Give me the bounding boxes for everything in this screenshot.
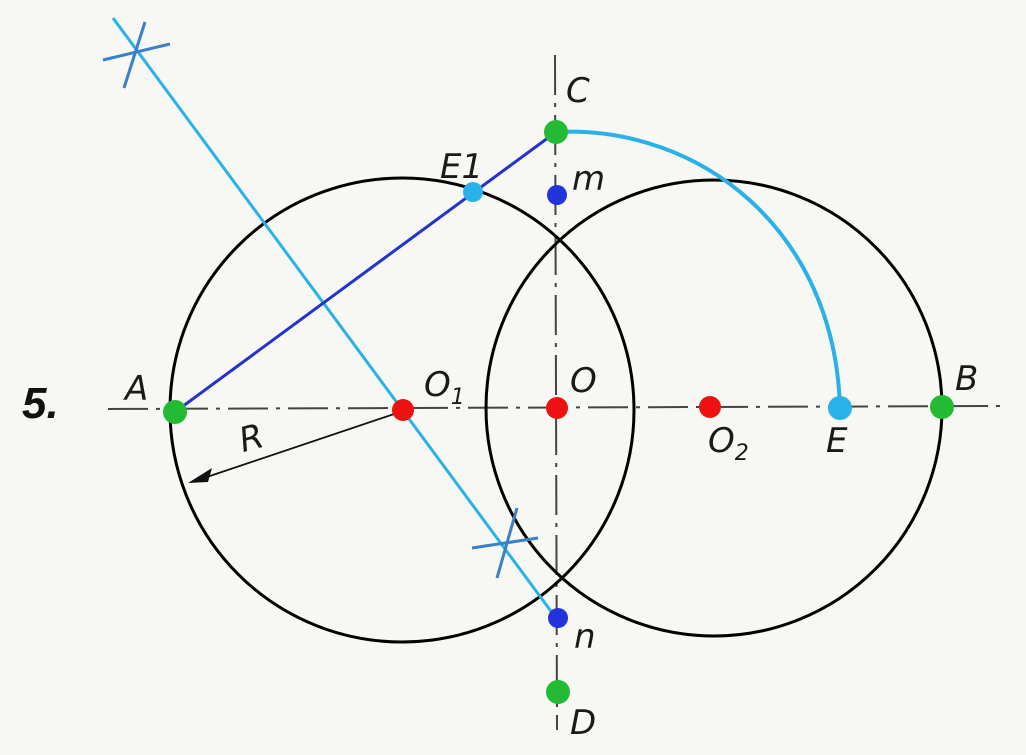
label-o2-base: O — [708, 421, 735, 461]
construction-line — [111, 17, 558, 619]
cross-mark-bottom — [471, 507, 539, 579]
arrow-head — [188, 468, 212, 483]
point-n — [548, 608, 568, 628]
label-b: B — [955, 359, 978, 399]
point-m — [547, 185, 567, 205]
arc-c-to-e — [555, 129, 842, 409]
point-a — [163, 400, 187, 424]
point-o1 — [392, 399, 414, 421]
label-n: n — [574, 617, 596, 657]
label-o2: O2 — [708, 421, 749, 466]
label-c: C — [566, 71, 590, 111]
label-e: E — [826, 421, 848, 461]
label-o: O — [570, 361, 597, 401]
point-d — [546, 680, 570, 704]
segment-a-c — [174, 130, 557, 414]
label-o2-sub: 2 — [735, 441, 749, 466]
label-o1-base: O — [424, 365, 451, 405]
point-o — [546, 397, 568, 419]
label-o1-sub: 1 — [451, 385, 465, 410]
point-e1 — [463, 182, 483, 202]
point-b — [930, 395, 954, 419]
point-c — [544, 120, 568, 144]
point-e — [828, 396, 852, 420]
label-r: R — [235, 416, 268, 461]
cross-mark-top — [102, 21, 171, 89]
radius-arrow — [197, 411, 401, 481]
point-o2 — [699, 396, 721, 418]
label-o1: O1 — [424, 365, 465, 410]
label-e1: E1 — [440, 147, 483, 187]
label-m: m — [572, 159, 605, 199]
vertical-axis — [554, 54, 558, 731]
label-a: A — [123, 369, 148, 409]
label-d: D — [570, 703, 596, 743]
figure-number: 5. — [22, 379, 59, 428]
